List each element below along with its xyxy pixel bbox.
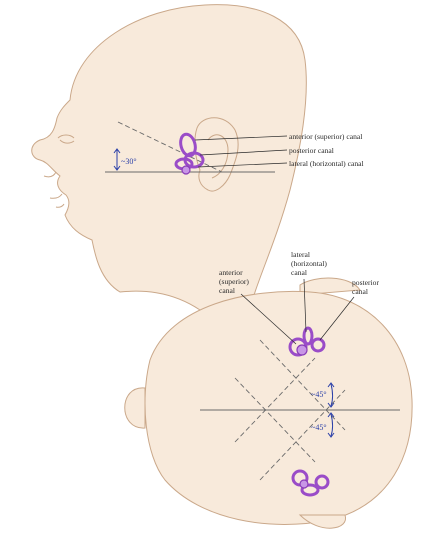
side-label-lateral: lateral (horizontal) canal bbox=[289, 159, 364, 168]
top-lower-angle-label: ~45° bbox=[311, 423, 327, 432]
top-label-lateral-2: (horizontal) bbox=[291, 259, 327, 268]
side-angle-label: ~30° bbox=[121, 157, 137, 166]
top-label-lateral-3: canal bbox=[291, 268, 307, 277]
top-label-anterior-3: canal bbox=[219, 286, 235, 295]
top-label-anterior-1: anterior bbox=[219, 268, 243, 277]
head-profile bbox=[32, 5, 307, 310]
left-ear bbox=[125, 388, 145, 428]
top-upper-vestibule bbox=[297, 345, 307, 355]
head-top-outline bbox=[145, 291, 412, 524]
side-label-posterior: posterior canal bbox=[289, 146, 334, 155]
top-lower-vestibule bbox=[300, 480, 308, 488]
top-label-lateral-1: lateral bbox=[291, 250, 310, 259]
side-label-anterior: anterior (superior) canal bbox=[289, 132, 362, 141]
side-vestibule bbox=[182, 166, 190, 174]
head-top-view bbox=[125, 278, 412, 528]
top-label-posterior-1: posterior bbox=[352, 278, 379, 287]
top-label-posterior-2: canal bbox=[352, 287, 368, 296]
top-label-anterior-2: (superior) bbox=[219, 277, 249, 286]
top-upper-angle-label: ~45° bbox=[311, 390, 327, 399]
